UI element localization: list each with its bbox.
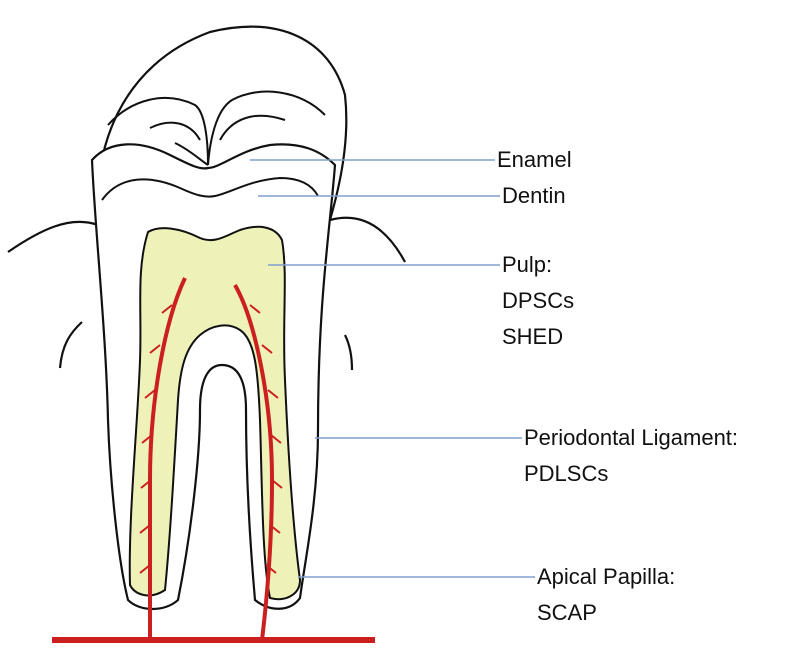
label-periodontal-ligament: Periodontal Ligament: PDLSCs	[524, 424, 738, 488]
label-pulp-line-3: SHED	[502, 323, 574, 351]
right-gum-line	[330, 218, 405, 262]
label-enamel-line-1: Enamel	[497, 146, 572, 174]
label-apical-line-1: Apical Papilla:	[537, 563, 675, 591]
left-gum-line	[8, 222, 98, 252]
label-dentin-line-1: Dentin	[502, 182, 566, 210]
right-bone-line	[345, 335, 352, 370]
left-bone-line	[60, 322, 82, 368]
label-pulp: Pulp: DPSCs SHED	[502, 251, 574, 351]
dentin-outline	[92, 144, 335, 609]
label-pulp-line-2: DPSCs	[502, 287, 574, 315]
label-apical-line-2: SCAP	[537, 599, 675, 627]
label-enamel: Enamel	[497, 146, 572, 174]
label-apical-papilla: Apical Papilla: SCAP	[537, 563, 675, 627]
label-dentin: Dentin	[502, 182, 566, 210]
label-pdl-line-2: PDLSCs	[524, 460, 738, 488]
label-pdl-line-1: Periodontal Ligament:	[524, 424, 738, 452]
label-pulp-line-1: Pulp:	[502, 251, 574, 279]
